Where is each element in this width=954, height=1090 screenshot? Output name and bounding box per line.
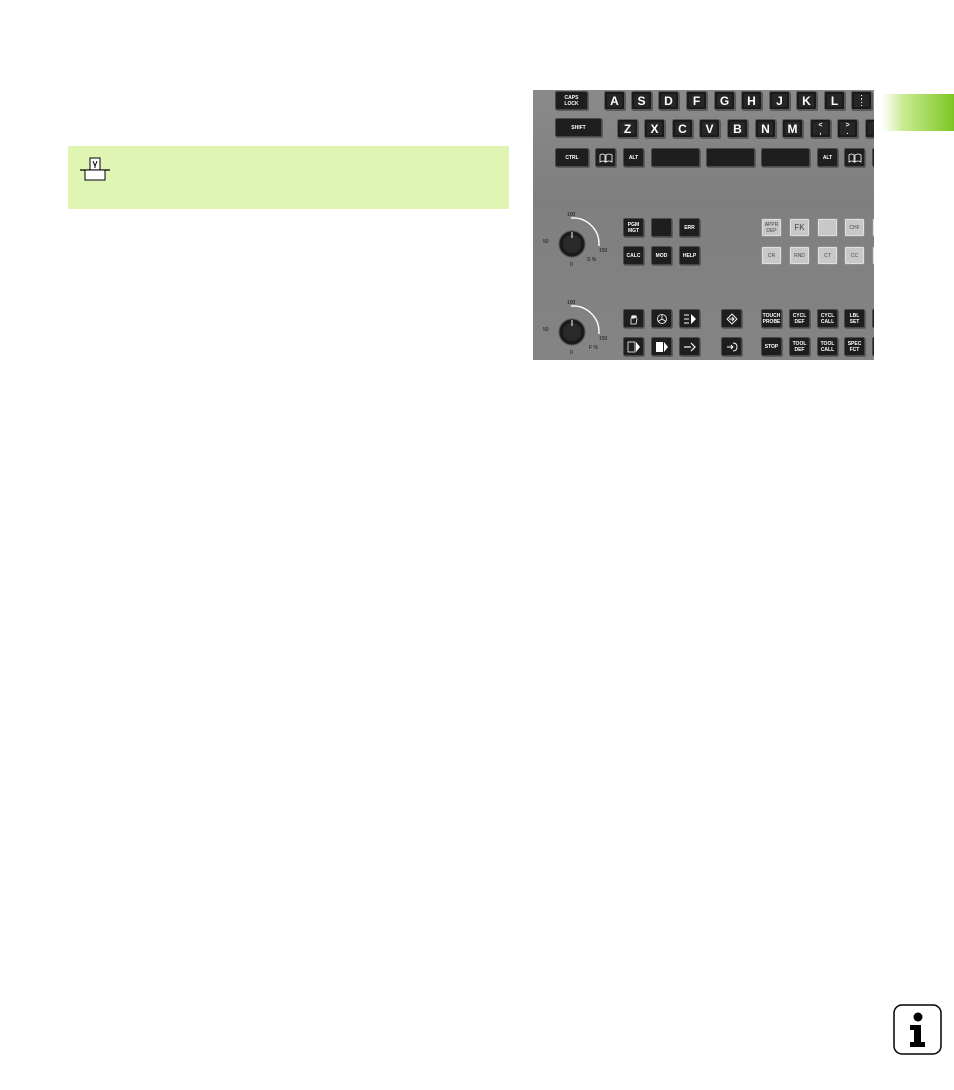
key-semicolon: ; : — [851, 91, 872, 110]
full-sequence-icon — [683, 342, 696, 351]
handwheel-icon — [656, 313, 667, 324]
knob-label-bottom: 0 — [570, 350, 573, 356]
knob-unit-label: S % — [587, 257, 597, 263]
tool-call-key: TOOL CALL — [817, 337, 838, 356]
windows-key-right — [844, 148, 865, 167]
hand-icon — [630, 314, 637, 324]
fk-key: FK — [789, 218, 810, 237]
dark-key-edge-2 — [872, 337, 874, 356]
knob-unit-label: F % — [589, 345, 598, 351]
key-d: D — [658, 91, 679, 110]
chf-key: CHF — [844, 218, 865, 237]
program-test-key — [623, 337, 644, 356]
calc-key: CALC — [623, 246, 644, 265]
knob-label-left: 50 — [543, 327, 549, 333]
key-a: A — [604, 91, 625, 110]
info-icon — [893, 1004, 942, 1055]
program-test-icon — [627, 341, 640, 352]
pgm-mgt-key: PGM MGT — [623, 218, 644, 237]
mod-key: MOD — [651, 246, 672, 265]
ct-key: CT — [817, 246, 838, 265]
program-run-icon — [725, 312, 738, 325]
key-z: Z — [617, 119, 638, 138]
rnd-key: RND — [789, 246, 810, 265]
ctrl-key: CTRL — [555, 148, 589, 167]
cc-key: CC — [844, 246, 865, 265]
cycl-def-key: CYCL DEF — [789, 309, 810, 328]
tool-def-key: TOOL DEF — [789, 337, 810, 356]
spindle-override-knob: 100 50 150 0 S % — [541, 212, 621, 282]
knob-label-right: 150 — [599, 336, 608, 342]
key-comma: < , — [810, 119, 831, 138]
key-k: K — [796, 91, 817, 110]
program-edit-icon — [726, 342, 737, 351]
spec-fct-key: SPEC FCT — [844, 337, 865, 356]
lbl-set-key: LBL SET — [844, 309, 865, 328]
blank-light-key — [817, 218, 838, 237]
knob-label-bottom: 0 — [570, 262, 573, 268]
windows-icon — [599, 153, 612, 163]
single-block-key — [651, 337, 672, 356]
dark-key-edge — [872, 309, 874, 328]
space-key-2 — [706, 148, 755, 167]
windows-icon — [848, 153, 861, 163]
knob-label-top: 100 — [567, 300, 576, 306]
manual-mode-key — [623, 309, 644, 328]
full-sequence-key — [679, 337, 700, 356]
cr-key: CR — [761, 246, 782, 265]
machine-icon — [80, 157, 110, 181]
key-x: X — [644, 119, 665, 138]
knob-dial-icon — [558, 217, 600, 258]
handwheel-mode-key — [651, 309, 672, 328]
key-f: F — [686, 91, 707, 110]
key-l: L — [824, 91, 845, 110]
menu-key — [872, 148, 874, 167]
machine-note-box — [68, 146, 509, 209]
knob-label-top: 100 — [567, 212, 576, 218]
key-c: C — [672, 119, 693, 138]
key-h: H — [741, 91, 762, 110]
program-run-key — [721, 309, 742, 328]
key-period: > . — [837, 119, 858, 138]
caps-lock-key: CAPS LOCK — [555, 91, 588, 110]
light-key-edge — [872, 218, 874, 237]
single-block-icon — [655, 341, 668, 352]
stop-key: STOP — [761, 337, 782, 356]
shift-key: SHIFT — [555, 118, 602, 137]
knob-label-left: 50 — [543, 239, 549, 245]
help-key: HELP — [679, 246, 700, 265]
key-b: B — [727, 119, 748, 138]
cycl-call-key: CYCL CALL — [817, 309, 838, 328]
key-n: N — [755, 119, 776, 138]
keyboard-photo: CAPS LOCK A S D F G H J K L ; : SHIFT Z … — [533, 90, 874, 360]
appr-dep-key: APPR DEP — [761, 218, 782, 237]
alt-key-right: ALT — [817, 148, 838, 167]
space-key-3 — [761, 148, 810, 167]
light-key-edge-2 — [872, 246, 874, 265]
program-edit-key — [721, 337, 742, 356]
space-key-1 — [651, 148, 700, 167]
alt-key-left: ALT — [623, 148, 644, 167]
blank-key — [651, 218, 672, 237]
key-j: J — [769, 91, 790, 110]
key-s: S — [631, 91, 652, 110]
knob-label-right: 150 — [599, 248, 608, 254]
program-arrow-icon — [683, 313, 696, 324]
key-slash: ? / — [865, 119, 874, 138]
windows-key-left — [595, 148, 616, 167]
key-m: M — [782, 119, 803, 138]
positioning-mode-key — [679, 309, 700, 328]
err-key: ERR — [679, 218, 700, 237]
chapter-tab — [882, 94, 954, 131]
feed-override-knob: 100 50 150 0 F % — [541, 300, 621, 360]
touch-probe-key: TOUCH PROBE — [761, 309, 782, 328]
key-g: G — [714, 91, 735, 110]
key-v: V — [699, 119, 720, 138]
knob-dial-icon — [558, 305, 600, 346]
